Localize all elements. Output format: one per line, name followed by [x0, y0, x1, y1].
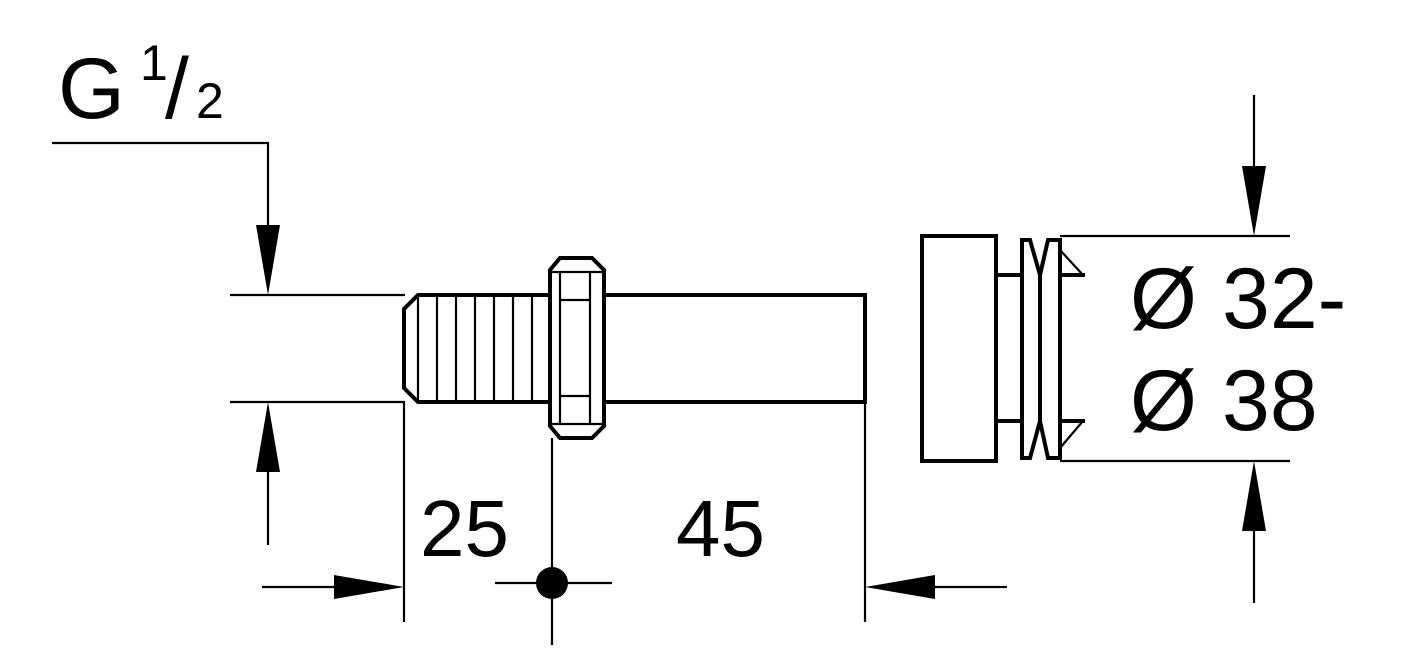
seal-ring	[1038, 238, 1062, 460]
thread-slash: /	[165, 41, 189, 137]
thread-arrow-down-icon	[256, 225, 280, 295]
thread-size-label: G 1 / 2	[58, 35, 224, 137]
seal-ring	[1020, 238, 1042, 460]
arrow-up-icon	[1242, 461, 1266, 531]
thread-letter: G	[58, 41, 125, 137]
nipple-side-view	[402, 256, 867, 440]
length-dimension-right	[865, 575, 1007, 599]
dimension-25-label: 25	[420, 484, 509, 573]
diameter-symbol-upper: Ø	[1130, 251, 1197, 347]
diameter-dimension-top	[1242, 95, 1266, 236]
arrow-right-icon	[334, 575, 404, 599]
thread-denominator: 2	[196, 73, 224, 129]
thread-lines	[416, 295, 534, 402]
arrow-down-icon	[1242, 166, 1266, 236]
reference-point	[495, 567, 612, 599]
thread-arrow-up-icon	[256, 402, 280, 472]
diameter-symbol-lower: Ø	[1130, 353, 1197, 449]
arrow-left-icon	[865, 575, 935, 599]
seal-lip	[1059, 420, 1084, 449]
thread-section	[402, 293, 562, 404]
thread-leader-top	[52, 141, 280, 295]
diameter-lower-value: 38	[1222, 353, 1318, 449]
thread-leader-bottom	[256, 402, 280, 545]
diameter-range-label: Ø 32- Ø 38	[1130, 251, 1346, 449]
dimension-45-label: 45	[676, 484, 765, 573]
hex-nut	[548, 256, 606, 440]
diameter-upper-value: 32-	[1222, 251, 1346, 347]
thread-numerator: 1	[140, 35, 168, 91]
pipe-section	[588, 293, 867, 404]
seal-lip	[1059, 249, 1084, 276]
reference-dot-icon	[536, 567, 568, 599]
rosette-view	[920, 234, 1085, 463]
diameter-dimension-bottom	[1242, 461, 1266, 603]
rosette-body	[920, 234, 998, 463]
length-dimension-left	[262, 575, 404, 599]
